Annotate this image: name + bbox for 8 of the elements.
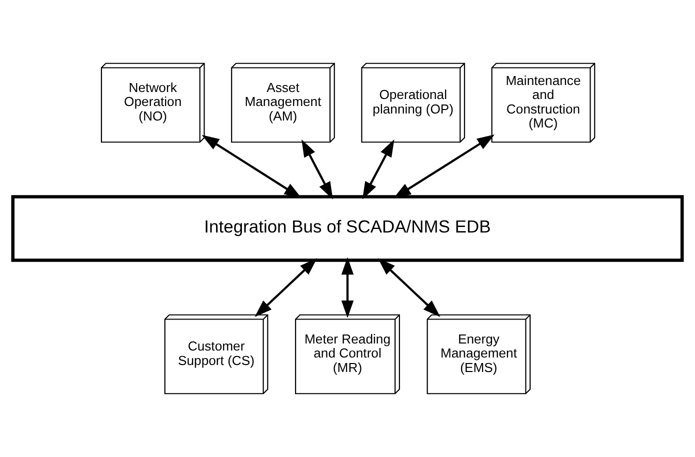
arrow — [254, 258, 318, 317]
arrow — [393, 134, 495, 198]
arrow — [362, 139, 394, 200]
node-box: Integration Bus of SCADA/NMS EDB — [11, 195, 684, 262]
arrow — [378, 258, 440, 317]
arrow — [302, 139, 333, 200]
arrow — [202, 134, 302, 198]
arrow — [341, 257, 354, 318]
